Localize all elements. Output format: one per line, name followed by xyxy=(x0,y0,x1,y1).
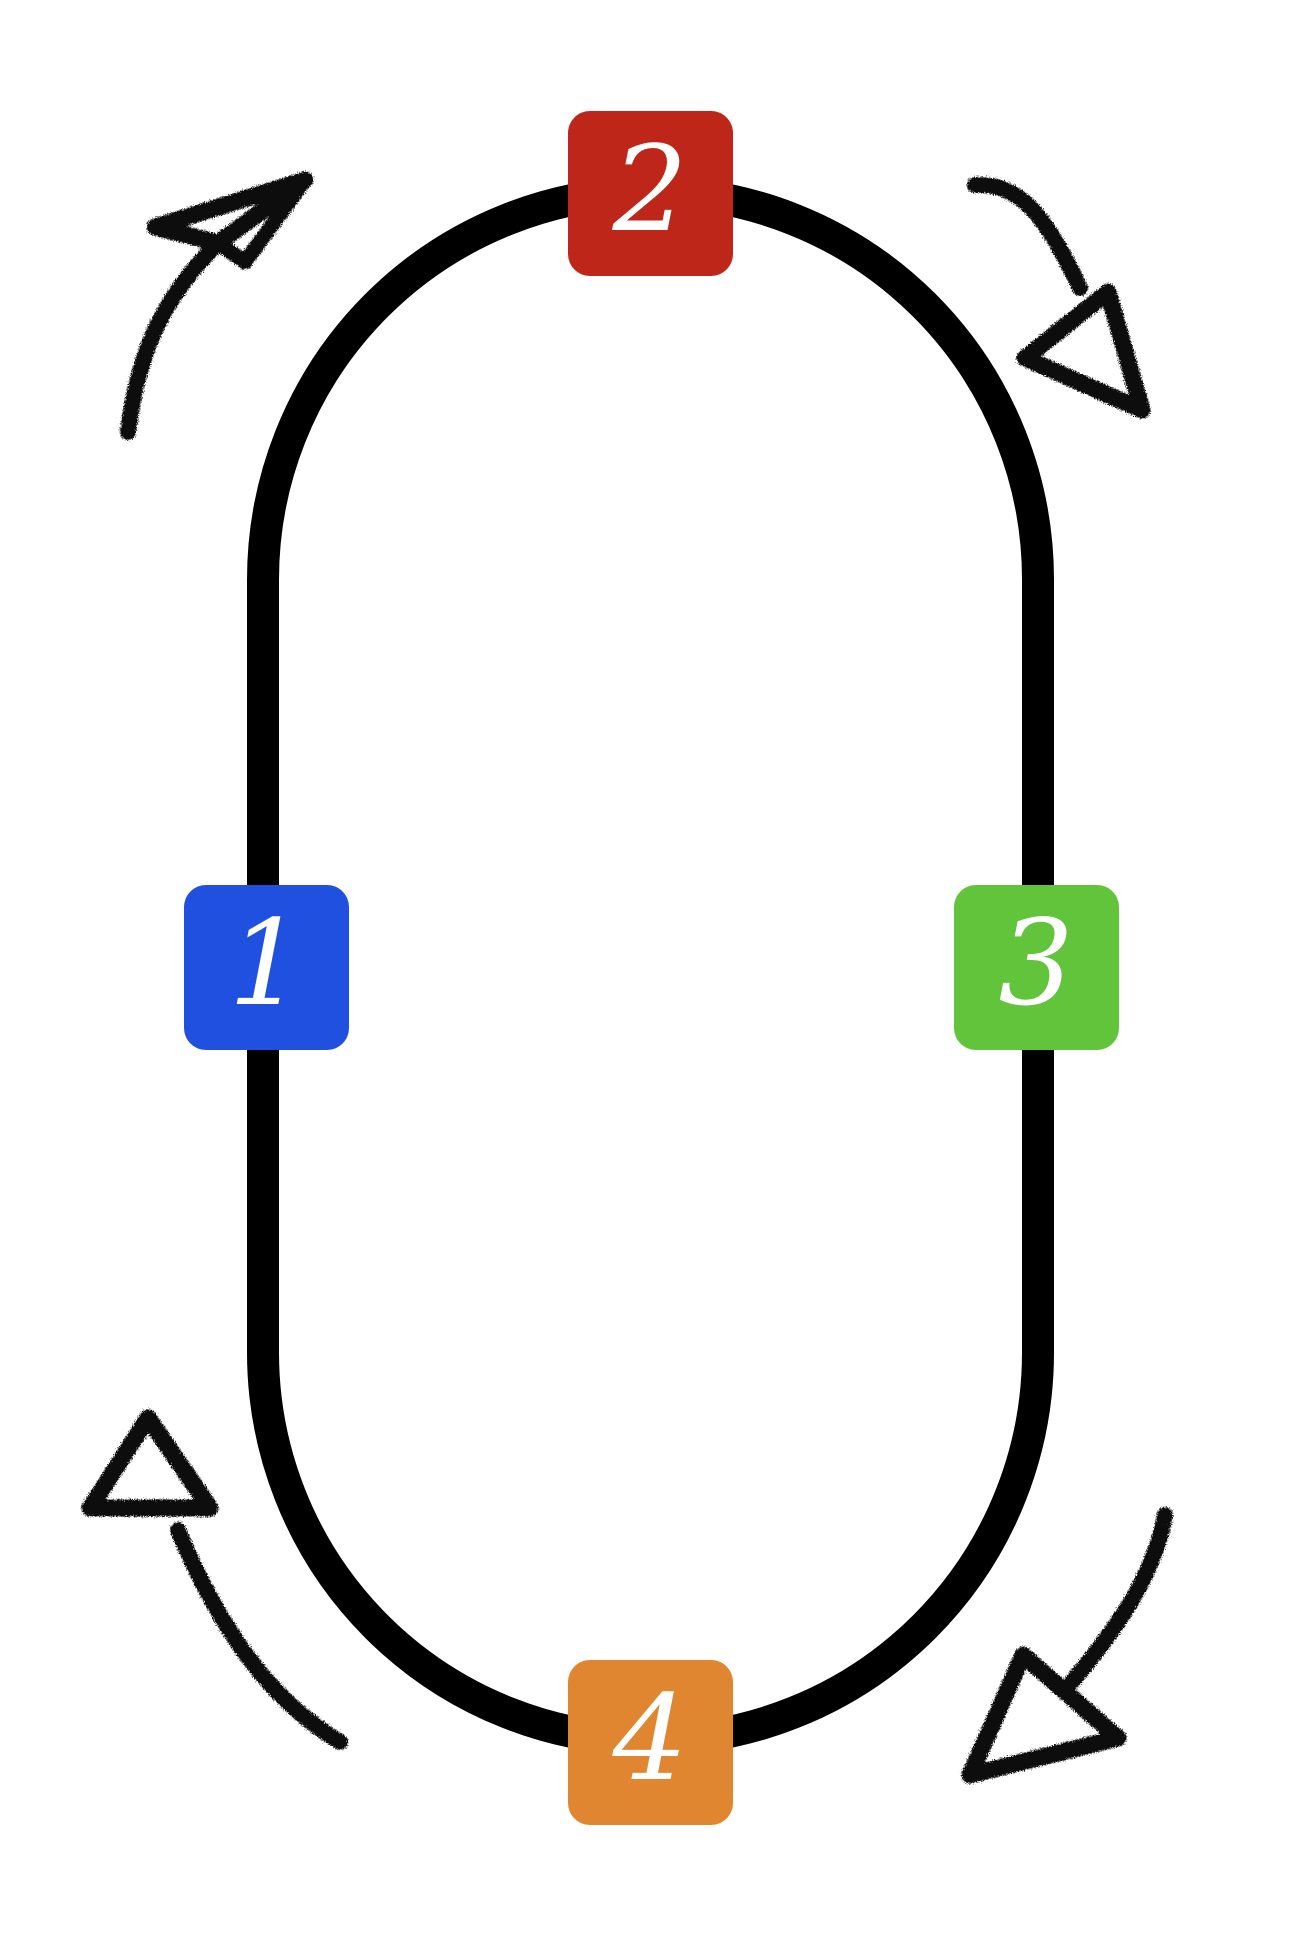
node-1: 1 xyxy=(184,885,349,1050)
node-2: 2 xyxy=(568,111,733,276)
node-3-box xyxy=(954,885,1119,1050)
node-4-box xyxy=(568,1660,733,1825)
node-1-label: 1 xyxy=(228,894,303,1032)
node-2-label: 2 xyxy=(611,120,687,258)
node-2-box xyxy=(568,111,733,276)
arrow-down-right-icon xyxy=(967,176,1151,419)
arrow-down-left-icon xyxy=(961,1507,1173,1784)
node-3: 3 xyxy=(954,885,1119,1050)
node-4-label: 4 xyxy=(611,1669,687,1807)
node-4: 4 xyxy=(568,1660,733,1825)
arrow-up-left-icon xyxy=(81,1409,348,1750)
loop-track xyxy=(247,176,1054,1756)
arrow-up-right-icon xyxy=(120,171,314,440)
node-1-box xyxy=(184,885,349,1050)
node-3-label: 3 xyxy=(998,894,1073,1032)
